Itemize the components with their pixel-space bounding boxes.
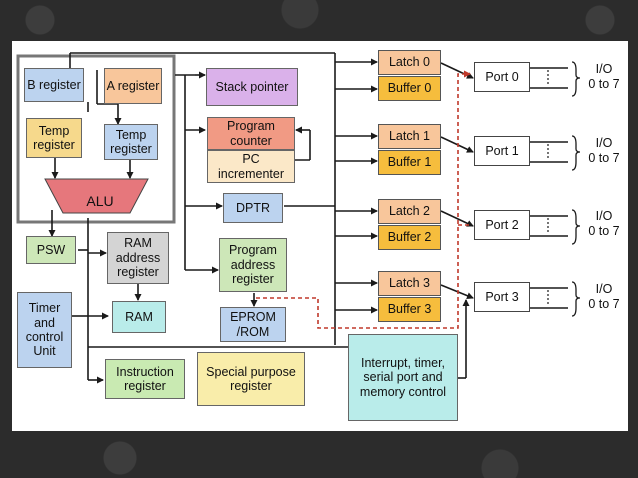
timer-control-unit-block: Timer and control Unit: [17, 292, 72, 368]
dptr-block: DPTR: [223, 193, 283, 223]
io-1-bottom: 0 to 7: [588, 151, 620, 165]
psw-block: PSW: [26, 236, 76, 264]
io-1-top: I/O: [595, 136, 613, 150]
io-3-top: I/O: [595, 282, 613, 296]
io-2-top: I/O: [595, 209, 613, 223]
b-register-label: B register: [27, 77, 81, 92]
latch-3-block: Latch 3: [378, 271, 441, 296]
io-label-3: I/O 0 to 7: [582, 282, 626, 312]
latch-1-block: Latch 1: [378, 124, 441, 149]
temp-register-2-block: Temp register: [104, 124, 158, 160]
port-3-label: Port 3: [485, 289, 519, 304]
ram-address-register-block: RAM address register: [107, 232, 169, 284]
ram-block: RAM: [112, 301, 166, 333]
b-register-block: B register: [24, 68, 84, 102]
io-3-bottom: 0 to 7: [588, 297, 620, 311]
port-2-label: Port 2: [485, 217, 519, 232]
buffer-2-block: Buffer 2: [378, 225, 441, 250]
port-0-label: Port 0: [485, 69, 519, 84]
instruction-register-label: Instruction register: [116, 364, 174, 393]
buffer-0-label: Buffer 0: [387, 81, 432, 96]
buffer-1-block: Buffer 1: [378, 150, 441, 175]
port-0-block: Port 0: [474, 62, 530, 92]
io-label-2: I/O 0 to 7: [582, 209, 626, 239]
io-2-bottom: 0 to 7: [588, 224, 620, 238]
eprom-rom-label: EPROM /ROM: [230, 310, 276, 339]
alu-label: ALU: [86, 193, 114, 209]
port-1-block: Port 1: [474, 136, 530, 166]
buffer-3-label: Buffer 3: [387, 302, 432, 317]
buffer-0-block: Buffer 0: [378, 76, 441, 101]
ram-address-register-label: RAM address register: [115, 236, 161, 280]
io-0-top: I/O: [595, 62, 613, 76]
a-register-block: A register: [104, 68, 162, 104]
special-purpose-register-block: Special purpose register: [197, 352, 305, 406]
dptr-label: DPTR: [235, 200, 271, 215]
special-purpose-register-label: Special purpose register: [206, 364, 296, 393]
program-counter-block: Program counter: [207, 117, 295, 150]
buffer-2-label: Buffer 2: [387, 230, 432, 245]
latch-1-label: Latch 1: [388, 129, 430, 144]
timer-control-unit-label: Timer and control Unit: [25, 301, 64, 359]
program-counter-label: Program counter: [227, 119, 275, 148]
instruction-register-block: Instruction register: [105, 359, 185, 399]
port-3-block: Port 3: [474, 282, 530, 312]
port-1-label: Port 1: [485, 143, 519, 158]
latch-2-block: Latch 2: [378, 199, 441, 224]
eprom-rom-block: EPROM /ROM: [220, 307, 286, 342]
port-2-block: Port 2: [474, 210, 530, 240]
buffer-1-label: Buffer 1: [387, 155, 432, 170]
pc-incrementer-label: PC incrementer: [218, 152, 284, 181]
latch-0-label: Latch 0: [388, 55, 430, 70]
psw-label: PSW: [36, 242, 66, 257]
temp-register-1-label: Temp register: [33, 123, 75, 152]
interrupt-control-label: Interrupt, timer, serial port and memory…: [359, 355, 447, 399]
latch-0-block: Latch 0: [378, 50, 441, 75]
latch-3-label: Latch 3: [388, 276, 430, 291]
io-label-1: I/O 0 to 7: [582, 136, 626, 166]
pc-incrementer-block: PC incrementer: [207, 150, 295, 183]
a-register-label: A register: [106, 78, 160, 93]
latch-2-label: Latch 2: [388, 204, 430, 219]
stack-pointer-block: Stack pointer: [206, 68, 298, 106]
buffer-3-block: Buffer 3: [378, 297, 441, 322]
ram-label: RAM: [125, 309, 153, 324]
temp-register-2-label: Temp register: [110, 127, 152, 156]
io-label-0: I/O 0 to 7: [582, 62, 626, 92]
interrupt-control-block: Interrupt, timer, serial port and memory…: [348, 334, 458, 421]
program-address-register-block: Program address register: [219, 238, 287, 292]
stack-pointer-label: Stack pointer: [215, 79, 289, 94]
program-address-register-label: Program address register: [229, 243, 277, 287]
io-0-bottom: 0 to 7: [588, 77, 620, 91]
temp-register-1-block: Temp register: [26, 118, 82, 158]
